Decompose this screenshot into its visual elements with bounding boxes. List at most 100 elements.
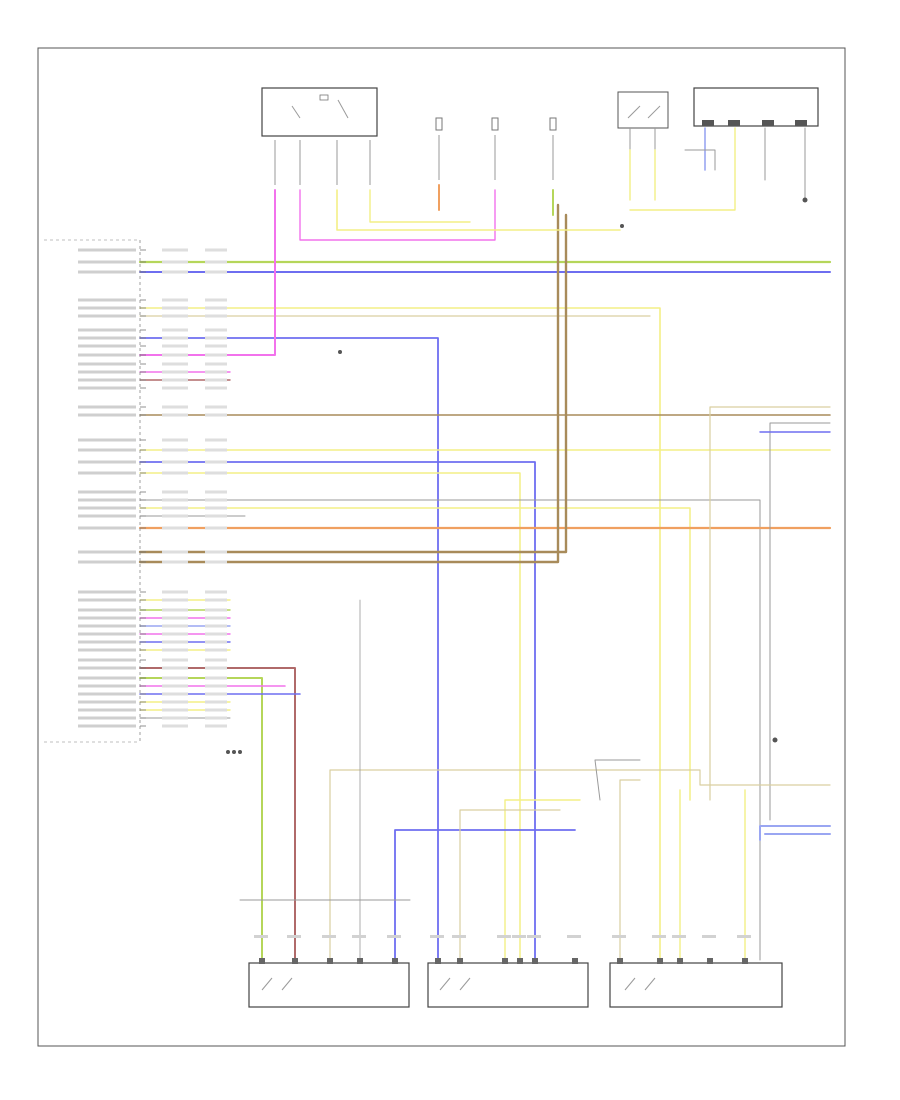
circuit-code-9 (205, 344, 227, 348)
ground-markers (226, 197, 808, 754)
wire-code-34 (162, 640, 188, 644)
pin-label-38 (78, 676, 136, 680)
pin-label-1 (78, 248, 136, 252)
sensor-wire-label-1 (254, 935, 268, 938)
wire-code-21 (162, 490, 188, 494)
pin-label-10 (78, 353, 136, 357)
wire-code-39 (162, 684, 188, 688)
pin-label-18 (78, 448, 136, 452)
wire-gray-link (684, 149, 716, 171)
pin-label-5 (78, 306, 136, 310)
wire-blue-mid (139, 461, 536, 961)
wire-code-32 (162, 624, 188, 628)
bottom-sensor-right (609, 962, 783, 1008)
circuit-code-30 (205, 608, 227, 612)
circuit-code-13 (205, 378, 227, 382)
sensor-pin-16 (742, 958, 748, 964)
circuit-code-35 (205, 648, 227, 652)
wire-code-8 (162, 336, 188, 340)
wire-code-9 (162, 344, 188, 348)
wire-gray-right (769, 422, 831, 821)
sensor-wire-label-8 (497, 935, 511, 938)
circuit-code-2 (205, 260, 227, 264)
wire-lblue-right (759, 825, 831, 841)
sensor-pin-7 (457, 958, 463, 964)
wire-gray-diag (594, 759, 641, 801)
pin-label-13 (78, 378, 136, 382)
wire-code-22 (162, 498, 188, 502)
circuit-code-44 (205, 724, 227, 728)
sensor-wire-label-3 (322, 935, 336, 938)
wire-darkred-down (139, 667, 296, 961)
top-module-right (693, 87, 819, 127)
wire-code-4 (162, 298, 188, 302)
wire-code-12 (162, 370, 188, 374)
wire-code-36 (162, 658, 188, 662)
sensor-wire-label-11 (567, 935, 581, 938)
circuit-code-37 (205, 666, 227, 670)
circuit-code-3 (205, 270, 227, 274)
wire-code-2 (162, 260, 188, 264)
sensor-wire-label-13 (652, 935, 666, 938)
wire-yellow-cross (504, 799, 581, 961)
circuit-code-8 (205, 336, 227, 340)
pin-label-43 (78, 716, 136, 720)
pin-label-40 (78, 692, 136, 696)
circuit-code-20 (205, 471, 227, 475)
wire-code-11 (162, 362, 188, 366)
circuit-code-32 (205, 624, 227, 628)
pin-label-42 (78, 708, 136, 712)
wire-code-27 (162, 560, 188, 564)
pin-label-29 (78, 598, 136, 602)
pin-label-14 (78, 386, 136, 390)
top-drop-wires (274, 128, 656, 185)
sensor-pin-11 (572, 958, 578, 964)
circuit-code-6 (205, 314, 227, 318)
sensor-pin-9 (517, 958, 523, 964)
circuit-code-41 (205, 700, 227, 704)
circuit-code-11 (205, 362, 227, 366)
pin-label-19 (78, 460, 136, 464)
wire-code-20 (162, 471, 188, 475)
circuit-code-43 (205, 716, 227, 720)
pin-label-9 (78, 344, 136, 348)
circuit-code-38 (205, 676, 227, 680)
sensor-wire-label-7 (452, 935, 466, 938)
pin-label-26 (78, 550, 136, 554)
pin-label-3 (78, 270, 136, 274)
wire-code-13 (162, 378, 188, 382)
circuit-code-21 (205, 490, 227, 494)
wire-tan-cross (459, 809, 561, 961)
wire-code-44 (162, 724, 188, 728)
pin-label-21 (78, 490, 136, 494)
wire-yellow-top (336, 189, 621, 231)
wire-green-down (139, 677, 263, 961)
circuit-code-17 (205, 438, 227, 442)
circuit-code-14 (205, 386, 227, 390)
sensor-wire-label-5 (387, 935, 401, 938)
pin-label-6 (78, 314, 136, 318)
sensor-pin-15 (707, 958, 713, 964)
circuit-code-33 (205, 632, 227, 636)
sensor-wire-label-4 (352, 935, 366, 938)
circuit-code-25 (205, 526, 227, 530)
wire-blue-cross (394, 829, 576, 961)
wire-yellow-mod (629, 127, 736, 211)
wire-code-14 (162, 386, 188, 390)
wire-code-10 (162, 353, 188, 357)
sensor-wire-label-12 (612, 935, 626, 938)
pin-label-8 (78, 336, 136, 340)
wire-code-41 (162, 700, 188, 704)
circuit-code-28 (205, 590, 227, 594)
wire-code-37 (162, 666, 188, 670)
pin-label-4 (78, 298, 136, 302)
sensor-pin-1 (259, 958, 265, 964)
wire-code-1 (162, 248, 188, 252)
sensor-pin-4 (357, 958, 363, 964)
pin-label-41 (78, 700, 136, 704)
bottom-connector-pins (254, 935, 751, 964)
pin-label-23 (78, 506, 136, 510)
wire-yellow-low (139, 507, 691, 801)
wire-code-24 (162, 514, 188, 518)
